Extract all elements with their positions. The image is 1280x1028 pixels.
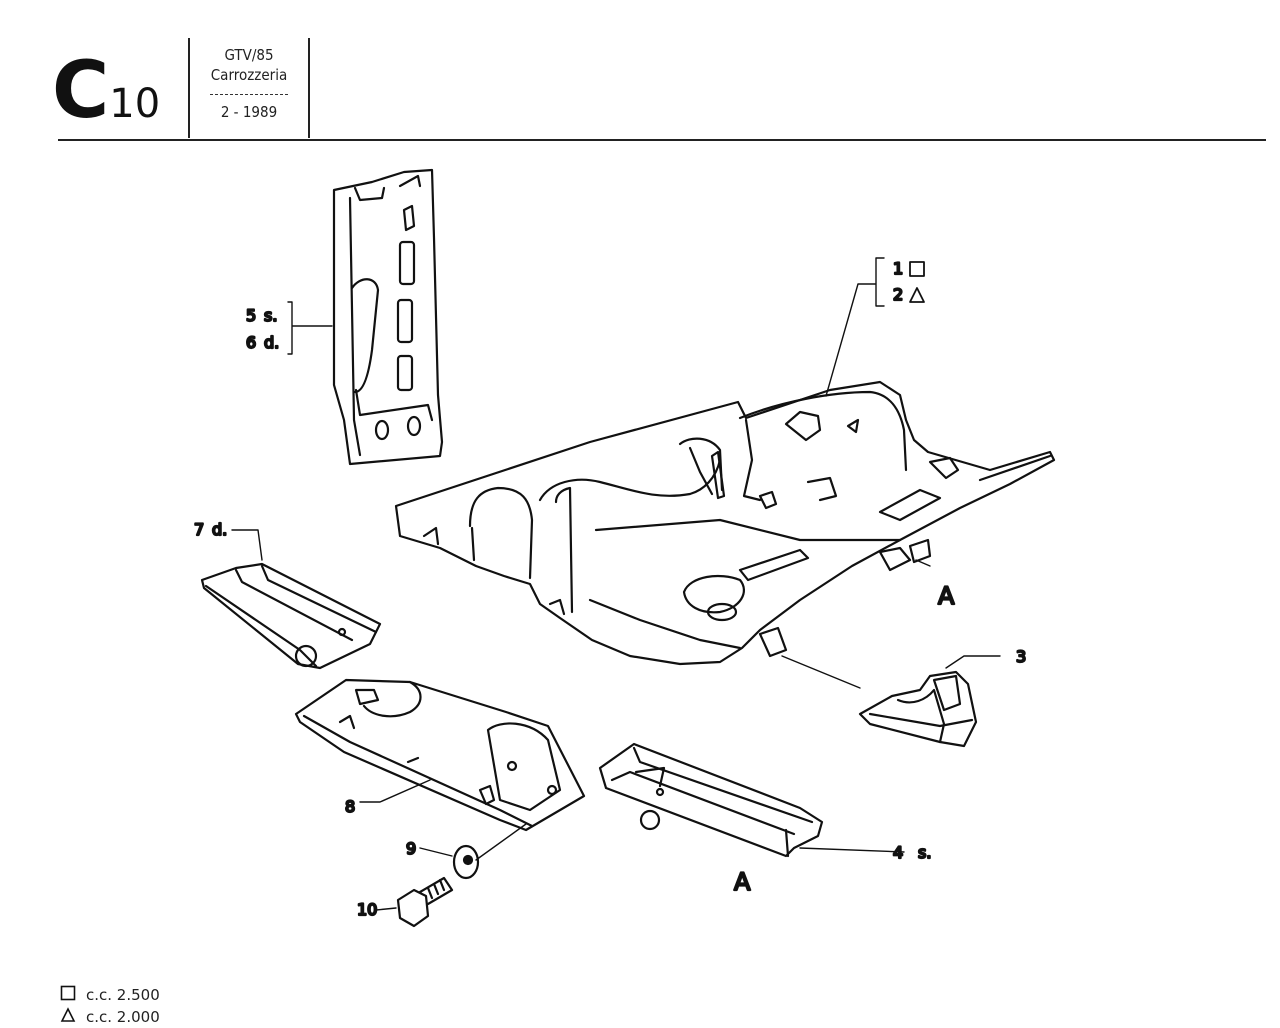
group-name: Carrozzeria [210,66,288,84]
callout-7: 7 [194,520,204,539]
callout-1: 1 [893,259,903,278]
revision-date: 2 - 1989 [220,103,278,121]
callout-2: 2 [893,285,903,304]
bracket-7-part [200,562,382,670]
legend-label-square: c.c. 2.500 [86,986,160,1004]
header-rule [58,139,1266,141]
reference-a-lower: A [734,868,751,896]
callout-7-side: d. [212,520,227,539]
crossmember-8-part [294,678,586,832]
title-separator [210,94,288,95]
callout-6: 6 [246,333,256,352]
section-number: 10 [109,81,161,127]
callout-4-side: s. [918,843,931,862]
bolt-10-part [396,876,454,928]
callout-4: 4 [893,843,903,862]
triangle-icon [909,287,925,303]
washer-9-part [452,844,480,880]
square-icon [909,261,925,277]
callout-9: 9 [406,839,416,858]
legend-label-triangle: c.c. 2.000 [86,1008,160,1026]
triangle-icon [60,1007,78,1027]
section-code: C10 [52,52,160,142]
model-name: GTV/85 [224,46,274,64]
legend-row-triangle: c.c. 2.000 [60,1006,160,1028]
callout-8: 8 [345,797,355,816]
title-box: GTV/85 Carrozzeria 2 - 1989 [188,38,310,138]
legend: c.c. 2.500 c.c. 2.000 [60,984,160,1028]
callout-10: 10 [357,900,377,919]
callout-5: 5 [246,306,256,325]
callout-5-side: s. [264,306,277,325]
callout-6-side: d. [264,333,279,352]
legend-row-square: c.c. 2.500 [60,984,160,1006]
bracket-3-part [858,670,978,748]
leader-lines [231,257,1001,911]
section-letter: C [52,46,109,136]
callout-3: 3 [1016,647,1026,666]
bracket-4-part [598,742,824,858]
pillar-panel-part [332,168,444,466]
square-icon [60,985,78,1005]
floor-pan-part [394,380,1056,666]
reference-a-upper: A [938,582,955,610]
